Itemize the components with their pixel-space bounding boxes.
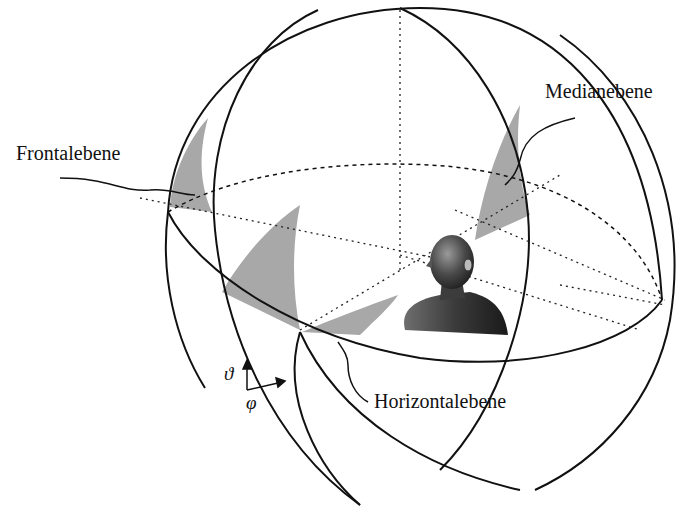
plane-wedge [170, 105, 530, 335]
angle-symbol: φ [246, 393, 257, 414]
leader-line [60, 118, 575, 402]
axis-lines [140, 10, 665, 330]
head-figure [404, 235, 508, 335]
plane-label: Medianebene [543, 80, 655, 102]
plane-label: Horizontalebene [372, 390, 508, 412]
great-circles [166, 8, 675, 505]
angle-symbol: ϑ [224, 364, 233, 385]
plane-label: Frontalebene [14, 142, 122, 164]
angle-arrows [243, 360, 285, 390]
back-arcs [168, 164, 662, 300]
